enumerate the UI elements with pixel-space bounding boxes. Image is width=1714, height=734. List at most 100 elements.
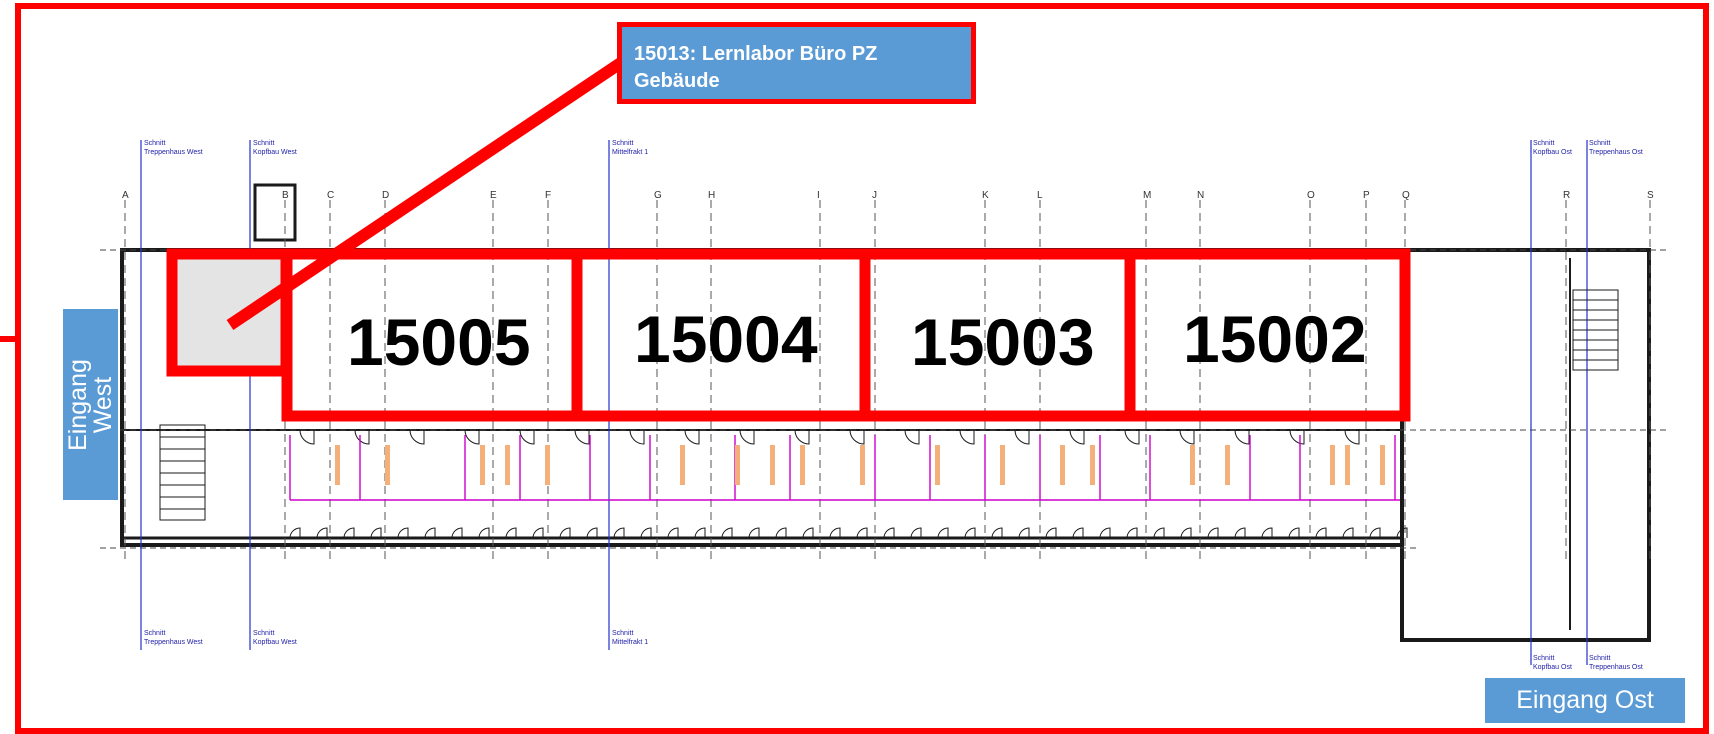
door-swing: [299, 429, 315, 445]
section-marker-kw-bottom-2: Kopfbau West: [253, 639, 297, 646]
section-marker-to-bottom-1: Schnitt: [1589, 655, 1610, 662]
door-swing: [667, 527, 679, 539]
section-marker-kw-bottom-1: Schnitt: [253, 630, 274, 637]
door-swing: [910, 527, 922, 539]
section-marker-tw-top-2: Treppenhaus West: [144, 149, 203, 156]
grid-axis-label: S: [1647, 190, 1654, 201]
door-swing: [613, 527, 625, 539]
section-marker-ko-top-2: Kopfbau Ost: [1533, 149, 1572, 156]
door-swing: [1234, 429, 1250, 445]
door-swing: [343, 527, 355, 539]
door-swing: [684, 429, 700, 445]
grid-dashes: [100, 249, 1670, 549]
door-swing: [519, 429, 535, 445]
desk-mark: [385, 445, 390, 485]
section-marker-ko-bottom-1: Schnitt: [1533, 655, 1554, 662]
room-callout-box: 15013: Lernlabor Büro PZ Gebäude: [617, 22, 976, 104]
desk-mark: [335, 445, 340, 485]
desk-mark: [1190, 445, 1195, 485]
door-swing: [1369, 527, 1381, 539]
callout-line-1: 15013: Lernlabor Büro PZ: [634, 43, 878, 65]
door-swing: [574, 429, 590, 445]
door-swing: [1014, 429, 1030, 445]
door-swing: [904, 429, 920, 445]
door-swing: [316, 527, 328, 539]
door-swing: [721, 527, 733, 539]
outer-frame: [15, 3, 1709, 734]
door-swing: [1180, 527, 1192, 539]
furniture-marks: [335, 445, 1385, 485]
desk-mark: [860, 445, 865, 485]
door-swing: [802, 527, 814, 539]
door-swing: [640, 527, 652, 539]
desk-mark: [1330, 445, 1335, 485]
door-swing: [991, 527, 1003, 539]
entrance-west-line-1: Eingang: [63, 358, 92, 451]
grid-axis-label: F: [545, 190, 551, 201]
room-label-15002: 15002: [1183, 302, 1367, 376]
door-swing: [1261, 527, 1273, 539]
section-marker-texts: Schnitt Treppenhaus West Schnitt Kopfbau…: [144, 140, 1643, 671]
door-swing: [478, 527, 490, 539]
section-lines: [140, 140, 1588, 665]
section-marker-ko-bottom-2: Kopfbau Ost: [1533, 664, 1572, 671]
door-swing: [629, 429, 645, 445]
door-swing: [1342, 527, 1354, 539]
section-marker-mf-top-1: Schnitt: [612, 140, 633, 147]
desk-mark: [1000, 445, 1005, 485]
desk-mark: [680, 445, 685, 485]
grid-axis-label: P: [1363, 190, 1370, 201]
section-marker-to-top-1: Schnitt: [1589, 140, 1610, 147]
door-swing: [1344, 429, 1360, 445]
section-marker-mf-top-2: Mittelfrakt 1: [612, 149, 648, 156]
door-swing: [1069, 429, 1085, 445]
section-marker-tw-top-1: Schnitt: [144, 140, 165, 147]
desk-mark: [1060, 445, 1065, 485]
door-swing: [1179, 429, 1195, 445]
door-swing: [505, 527, 517, 539]
staircase-west: [159, 424, 206, 521]
section-marker-mf-bottom-2: Mittelfrakt 1: [612, 639, 648, 646]
room-label-15004: 15004: [634, 302, 818, 376]
desk-mark: [1345, 445, 1350, 485]
section-marker-to-bottom-2: Treppenhaus Ost: [1589, 664, 1643, 671]
door-swing: [409, 429, 425, 445]
room-15013-fill: [170, 258, 282, 366]
door-swing: [451, 527, 463, 539]
section-marker-ko-top-1: Schnitt: [1533, 140, 1554, 147]
section-marker-kw-top-1: Schnitt: [253, 140, 274, 147]
entrance-west-line-2: West: [88, 376, 117, 433]
door-swing: [1289, 429, 1305, 445]
grid-axis-label: Q: [1402, 190, 1410, 201]
door-swing: [1124, 429, 1140, 445]
desk-mark: [735, 445, 740, 485]
grid-axis-label: N: [1197, 190, 1204, 201]
callout-line-2: Gebäude: [634, 70, 720, 92]
room-highlights: [166, 248, 1411, 422]
door-swing: [1288, 527, 1300, 539]
grid-axis-label: H: [708, 190, 715, 201]
room-label-15005: 15005: [347, 305, 531, 379]
grid-axis-label: E: [490, 190, 497, 201]
door-swing: [1234, 527, 1246, 539]
grid-axis-label: J: [872, 190, 877, 201]
callout-leader-line: [226, 45, 644, 330]
door-swing: [1153, 527, 1165, 539]
door-swing: [586, 527, 598, 539]
door-swing: [937, 527, 949, 539]
office-walls: [289, 435, 1400, 501]
door-swing: [748, 527, 760, 539]
desk-mark: [1380, 445, 1385, 485]
grid-axis-label: L: [1037, 190, 1043, 201]
door-swing: [1072, 527, 1084, 539]
door-swing: [1207, 527, 1219, 539]
grid-axis-label: M: [1143, 190, 1151, 201]
desk-mark: [770, 445, 775, 485]
grid-axis-label: A: [122, 190, 129, 201]
door-swing: [1099, 527, 1111, 539]
staircase-east: [1572, 289, 1619, 371]
entrance-west-text: Eingang West: [63, 305, 117, 505]
corridor-doors: [289, 429, 1408, 539]
section-marker-tw-bottom-2: Treppenhaus West: [144, 639, 203, 646]
